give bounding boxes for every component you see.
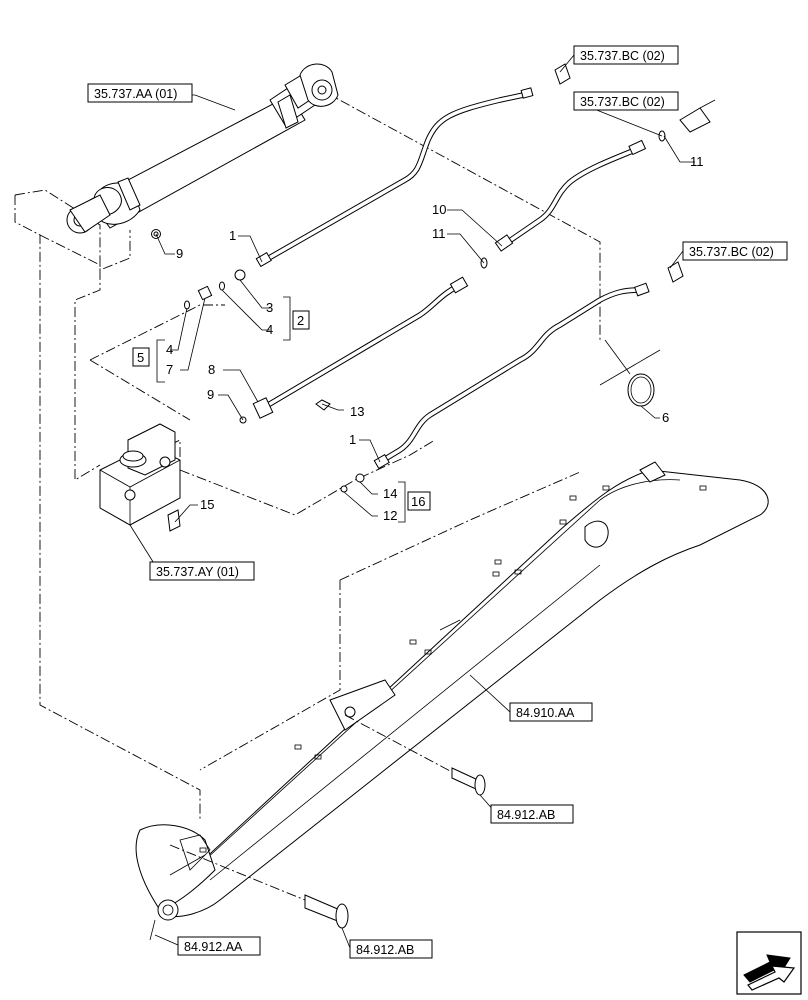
hose-ten xyxy=(480,99,716,269)
svg-text:12: 12 xyxy=(383,508,397,523)
ref-box-pin-lower[interactable]: 84.912.AB xyxy=(349,939,433,959)
next-page-arrow-icon[interactable] xyxy=(736,931,802,995)
svg-text:84.912.AB: 84.912.AB xyxy=(356,943,414,957)
svg-text:1: 1 xyxy=(349,432,356,447)
svg-text:35.737.BC (02): 35.737.BC (02) xyxy=(689,245,774,259)
svg-text:13: 13 xyxy=(350,404,364,419)
callout-numbers: 1 9 10 11 11 3 4 4 7 8 9 13 1 14 12 15 6 xyxy=(166,154,704,523)
svg-text:1: 1 xyxy=(229,228,236,243)
ref-box-bc-lower[interactable]: 35.737.BC (02) xyxy=(682,241,788,261)
svg-text:11: 11 xyxy=(432,226,446,241)
svg-text:16: 16 xyxy=(411,494,425,509)
svg-text:5: 5 xyxy=(137,350,144,365)
svg-text:8: 8 xyxy=(208,362,215,377)
svg-text:3: 3 xyxy=(266,300,273,315)
ref-box-cylinder[interactable]: 35.737.AA (01) xyxy=(87,83,193,103)
ref-box-valve[interactable]: 35.737.AY (01) xyxy=(149,561,255,581)
boom-cylinder xyxy=(66,63,339,239)
svg-text:35.737.BC (02): 35.737.BC (02) xyxy=(580,49,665,63)
ref-box-pin-upper[interactable]: 84.912.AB xyxy=(490,804,574,824)
ref-box-boom[interactable]: 84.910.AA xyxy=(509,702,593,722)
svg-text:35.737.AA (01): 35.737.AA (01) xyxy=(94,87,177,101)
svg-text:84.910.AA: 84.910.AA xyxy=(516,706,575,720)
hose-upper xyxy=(255,87,534,268)
svg-text:4: 4 xyxy=(266,322,273,337)
hose-middle xyxy=(239,276,469,424)
svg-text:7: 7 xyxy=(166,362,173,377)
o-ring-detail xyxy=(599,339,661,407)
svg-text:84.912.AB: 84.912.AB xyxy=(497,808,555,822)
fittings xyxy=(184,63,684,310)
leader-lines xyxy=(129,54,695,949)
hose-lower xyxy=(340,282,650,493)
svg-text:9: 9 xyxy=(207,387,214,402)
svg-text:35.737.BC (02): 35.737.BC (02) xyxy=(580,95,665,109)
phantom-outlines xyxy=(14,91,601,820)
svg-text:14: 14 xyxy=(383,486,397,501)
ref-box-bc-top[interactable]: 35.737.BC (02) xyxy=(573,45,679,65)
svg-text:2: 2 xyxy=(297,313,304,328)
ref-box-bc-middle[interactable]: 35.737.BC (02) xyxy=(573,91,679,111)
svg-text:35.737.AY (01): 35.737.AY (01) xyxy=(156,565,239,579)
kit-box-16: 16 xyxy=(407,491,431,511)
pins xyxy=(169,714,486,929)
valve-block xyxy=(99,423,181,532)
svg-text:6: 6 xyxy=(662,410,669,425)
ref-box-base[interactable]: 84.912.AA xyxy=(177,936,261,956)
boom-weld-bosses xyxy=(199,485,707,853)
boom-arm xyxy=(135,461,769,941)
svg-text:84.912.AA: 84.912.AA xyxy=(184,940,243,954)
svg-text:9: 9 xyxy=(176,246,183,261)
svg-text:4: 4 xyxy=(166,342,173,357)
svg-text:11: 11 xyxy=(690,154,704,169)
kit-box-2: 2 xyxy=(292,310,310,330)
svg-text:10: 10 xyxy=(432,202,446,217)
kit-box-5: 5 xyxy=(132,347,150,367)
svg-text:15: 15 xyxy=(200,497,214,512)
